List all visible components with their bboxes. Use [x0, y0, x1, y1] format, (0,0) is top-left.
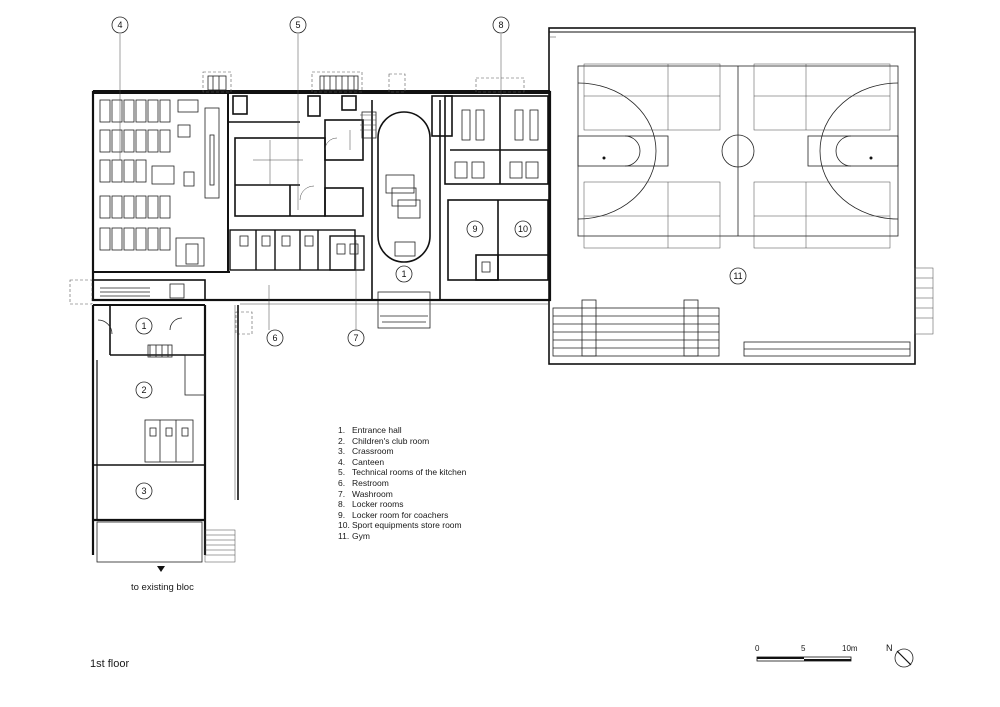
callout-10: 10: [514, 220, 532, 238]
floor-title: 1st floor: [90, 658, 130, 670]
svg-text:1: 1: [401, 269, 406, 279]
callout-6: 6: [266, 329, 284, 347]
legend-item: 5.Technical rooms of the kitchen: [338, 467, 467, 478]
room-legend: 1.Entrance hall 2.Children's club room 3…: [338, 425, 466, 542]
svg-text:8: 8: [498, 20, 503, 30]
legend-item: 8.Locker rooms: [338, 499, 404, 510]
legend-item: 10.Sport equipments store room: [338, 520, 462, 531]
scale-tick-10m: 10m: [842, 644, 858, 653]
callout-1a: 1: [395, 265, 413, 283]
existing-bloc-note: to existing bloc: [131, 582, 194, 593]
callout-8: 8: [492, 16, 510, 34]
callout-3: 3: [135, 482, 153, 500]
legend-item: 6.Restroom: [338, 477, 389, 488]
callout-9: 9: [466, 220, 484, 238]
legend-item: 4.Canteen: [338, 456, 385, 467]
legend-item: 3.Crassroom: [338, 446, 394, 457]
svg-text:6: 6: [272, 333, 277, 343]
callout-leaders: [119, 34, 556, 330]
svg-text:2: 2: [141, 385, 146, 395]
callout-4: 4: [111, 16, 129, 34]
legend-item: 1.Entrance hall: [338, 425, 402, 435]
legend-item: 11.Gym: [338, 530, 370, 541]
scale-tick-5: 5: [801, 644, 806, 653]
gym: [548, 27, 934, 365]
legend-item: 2.Children's club room: [338, 435, 430, 446]
svg-text:10: 10: [518, 224, 528, 234]
svg-text:5: 5: [295, 20, 300, 30]
svg-text:3: 3: [141, 486, 146, 496]
svg-text:9: 9: [472, 224, 477, 234]
down-arrow-icon: [157, 566, 165, 572]
svg-text:7: 7: [353, 333, 358, 343]
classroom-wing: [91, 279, 239, 563]
callout-1b: 1: [135, 317, 153, 335]
north-arrow-icon: N: [886, 643, 914, 668]
svg-text:11: 11: [733, 271, 742, 281]
canteen-wing: [69, 71, 552, 335]
callout-7: 7: [347, 329, 365, 347]
svg-text:4: 4: [117, 20, 122, 30]
legend-item: 9.Locker room for coachers: [338, 509, 449, 520]
scale-bar: [756, 656, 852, 662]
legend-item: 7.Washroom: [338, 488, 393, 499]
callout-2: 2: [135, 381, 153, 399]
callout-11: 11: [729, 267, 747, 285]
svg-text:N: N: [886, 643, 893, 653]
scale-tick-0: 0: [755, 644, 760, 653]
svg-text:1: 1: [141, 321, 146, 331]
callout-5: 5: [289, 16, 307, 34]
